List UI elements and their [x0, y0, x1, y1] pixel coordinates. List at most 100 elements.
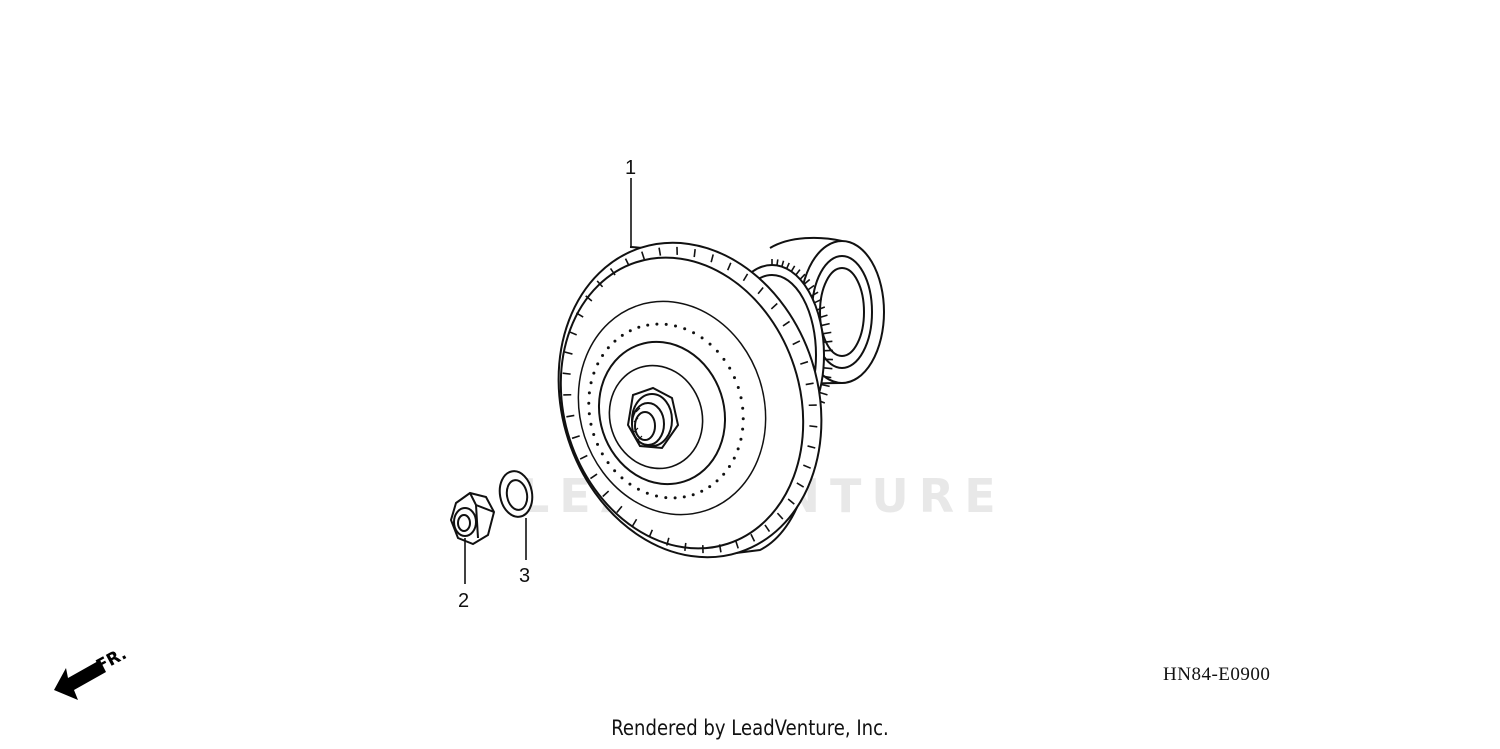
rim-notch: [568, 331, 577, 336]
rim-notch: [566, 414, 575, 418]
ring-dot: [637, 325, 641, 329]
gear-tooth: [814, 298, 823, 304]
rim-notch: [787, 498, 795, 505]
rim-notch: [805, 382, 814, 386]
rim-notch: [602, 490, 610, 498]
part-1-clutch-assembly[interactable]: [519, 208, 885, 591]
ring-dot: [741, 417, 745, 421]
ring-dot: [606, 461, 610, 465]
arrow-left-down-icon: [54, 660, 106, 700]
gear-tooth: [776, 259, 779, 266]
ring-dot: [620, 333, 624, 337]
rim-notch: [658, 247, 662, 256]
part-3-washer[interactable]: [496, 469, 536, 520]
ring-dot: [727, 465, 731, 469]
ring-dot: [654, 494, 658, 498]
gear-tooth: [807, 284, 815, 291]
main-disk: [557, 241, 823, 559]
ring-dot: [732, 376, 736, 380]
ring-dot: [600, 452, 604, 456]
front-direction-indicator: FR.: [54, 644, 130, 700]
ring-dot: [596, 442, 600, 446]
gear-tooth: [822, 331, 832, 335]
ring-dot: [741, 406, 745, 410]
gear-tooth: [803, 278, 811, 285]
rim-notch: [596, 280, 604, 288]
rim-notch: [616, 505, 623, 513]
part-2-nut[interactable]: [449, 491, 496, 546]
ring-dot: [700, 336, 704, 340]
rim-notch: [575, 312, 584, 318]
callout-label-2: 2: [458, 590, 469, 612]
gear-tooth: [820, 322, 830, 327]
ring-dot: [589, 422, 593, 426]
ring-dot: [589, 381, 593, 385]
rim-notch: [764, 524, 771, 533]
rim-notch: [589, 473, 598, 480]
ring-dot: [606, 346, 610, 350]
diagram-code: HN84-E0900: [1163, 664, 1271, 685]
rim-notch: [579, 454, 588, 460]
gear-tooth: [810, 291, 819, 297]
ring-dot: [736, 447, 740, 451]
gear-tooth: [816, 306, 826, 311]
ring-dot: [592, 432, 596, 436]
callout-2[interactable]: 2: [458, 538, 469, 612]
rim-notch: [631, 518, 638, 527]
ring-dot: [613, 339, 617, 343]
gear-tooth: [820, 383, 830, 388]
rim-notch: [770, 302, 778, 310]
ring-dot: [613, 469, 617, 473]
gear-tooth: [822, 375, 832, 379]
gear-tooth: [799, 273, 806, 280]
ring-dot: [664, 322, 668, 326]
callout-label-1: 1: [625, 157, 636, 179]
footer-credit: Rendered by LeadVenture, Inc.: [611, 716, 889, 740]
rim-notch: [571, 435, 580, 440]
rim-notch: [624, 258, 630, 267]
center-hub-nut: [626, 386, 680, 450]
ring-dot: [601, 353, 605, 357]
rim-notch: [710, 254, 714, 263]
rim-notch: [718, 544, 722, 553]
ring-dot: [692, 331, 696, 335]
ring-dot: [645, 491, 649, 495]
rim-notch: [562, 372, 571, 375]
gear-tooth: [795, 269, 801, 276]
ring-dot: [736, 386, 740, 390]
ring-dot: [700, 489, 704, 493]
rim-notch: [792, 340, 801, 346]
rim-notch: [684, 542, 687, 551]
ring-dot: [587, 391, 591, 395]
rim-notch: [809, 425, 818, 428]
ring-dot: [741, 427, 745, 431]
ring-dot: [587, 401, 591, 405]
rim-notch: [803, 464, 812, 469]
ring-dot: [628, 329, 632, 333]
rim-notch: [666, 537, 670, 546]
ring-dot: [739, 437, 743, 441]
ring-dot: [715, 479, 719, 483]
rim-notch: [776, 512, 784, 520]
ring-dot: [664, 496, 668, 500]
ring-dot: [722, 472, 726, 476]
rim-notch: [742, 273, 749, 282]
ring-dot: [683, 327, 687, 331]
ring-dot: [722, 357, 726, 361]
ring-dot: [596, 362, 600, 366]
gear-tooth: [785, 262, 790, 269]
rim-notch: [564, 351, 573, 355]
gear-tooth: [781, 260, 785, 267]
ring-dot: [732, 456, 736, 460]
callout-1[interactable]: 1: [625, 157, 636, 247]
rim-notch: [750, 533, 756, 542]
gear-tooth: [823, 340, 833, 343]
callout-3[interactable]: 3: [519, 518, 530, 587]
rim-notch: [782, 320, 791, 327]
gear-tooth: [819, 314, 828, 319]
ring-dot: [674, 324, 678, 328]
ring-dot: [739, 396, 743, 400]
rim-notch: [734, 540, 739, 549]
gear-tooth: [819, 391, 828, 396]
